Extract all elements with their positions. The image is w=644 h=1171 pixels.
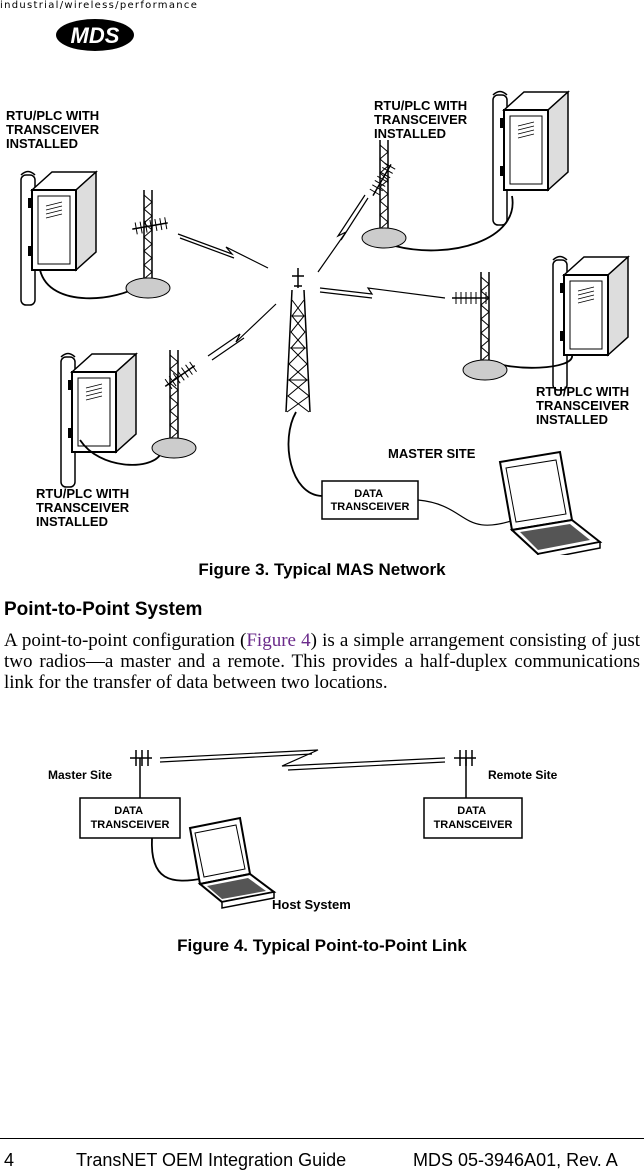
laptop-master-site <box>499 451 601 555</box>
label-remote-site: Remote Site <box>488 768 558 782</box>
svg-text:DATA TRANSCEIVER: DATA TRANSCEIVER <box>331 488 410 513</box>
antenna-mast-bottom-left <box>151 349 197 459</box>
label-master-site-4: Master Site <box>48 768 112 782</box>
label-host-system: Host System <box>272 897 351 912</box>
footer-title: TransNET OEM Integration Guide <box>76 1150 347 1170</box>
rtu-enclosure-bottom-left <box>60 352 137 488</box>
svg-text:DATA TRANSCEIVER: DATA TRANSCEIVER <box>91 805 170 831</box>
master-antenna <box>130 750 152 798</box>
antenna-mast-mid-right <box>462 271 508 381</box>
data-transceiver-master-4: DATA TRANSCEIVER <box>79 797 181 839</box>
antenna-mast-top-left <box>125 189 171 299</box>
figure-3-caption: Figure 3. Typical MAS Network <box>198 560 446 579</box>
label-rtu-top-right: RTU/PLC WITH TRANSCEIVER INSTALLED <box>374 98 471 141</box>
data-transceiver-master: DATA TRANSCEIVER <box>321 480 419 520</box>
rtu-enclosure-top-left <box>20 170 97 306</box>
label-rtu-top-left: RTU/PLC WITH TRANSCEIVER INSTALLED <box>6 108 103 151</box>
master-tower <box>285 268 311 413</box>
figure-4-link[interactable]: Figure 4 <box>246 630 311 651</box>
point-to-point-diagram: Master Site Remote Site DATA TRANSCEIVER… <box>48 749 558 912</box>
laptop-host-system <box>189 817 275 909</box>
remote-antenna <box>454 750 476 798</box>
radio-links <box>177 194 446 361</box>
figure-4-caption: Figure 4. Typical Point-to-Point Link <box>177 936 467 955</box>
footer-doc-id: MDS 05-3946A01, Rev. A <box>413 1150 618 1170</box>
mds-logo: MDS <box>56 19 134 51</box>
radio-link-4 <box>159 749 446 771</box>
svg-text:DATA TRANSCEIVER: DATA TRANSCEIVER <box>434 805 513 831</box>
label-master-site: MASTER SITE <box>388 446 476 461</box>
section-heading: Point-to-Point System <box>4 599 203 620</box>
logo-text: MDS <box>71 23 120 48</box>
antenna-mast-top-right <box>361 139 407 249</box>
label-rtu-bottom-left: RTU/PLC WITH TRANSCEIVER INSTALLED <box>36 486 133 529</box>
section-paragraph: A point-to-point configuration (Figure 4… <box>4 630 641 693</box>
data-transceiver-remote: DATA TRANSCEIVER <box>423 797 523 839</box>
footer-rule <box>0 1138 644 1139</box>
page-number: 4 <box>4 1150 15 1170</box>
rtu-enclosure-top-right <box>492 90 569 226</box>
mas-network-diagram: RTU/PLC WITH TRANSCEIVER INSTALLED RTU/P… <box>6 90 633 555</box>
label-rtu-mid-right: RTU/PLC WITH TRANSCEIVER INSTALLED <box>536 384 633 427</box>
rtu-enclosure-mid-right <box>552 255 629 391</box>
brand-tagline: industrial/wireless/performance <box>0 0 199 11</box>
